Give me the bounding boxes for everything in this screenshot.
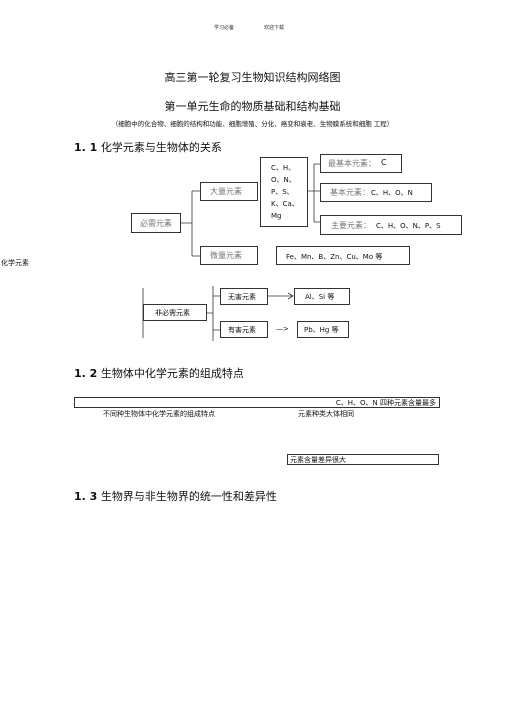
harmless-elements-box: 无害元素 [220, 288, 268, 305]
main-value: C、H、O、N、P、S [376, 222, 441, 230]
most-abundant-text: C、H、O、N 四种元素含量最多 [335, 399, 436, 407]
harmful-list-box: Pb、Hg 等 [297, 321, 349, 338]
content-difference-box: 元素含量差异很大 [287, 454, 439, 465]
major-list-line-5: Mg [271, 212, 282, 220]
trace-elements-list-box: Fe、Mn、B、Zn、Cu、Mo 等 [276, 246, 410, 265]
page-title: 高三第一轮复习生物知识结构网络图 [164, 71, 341, 84]
section-2-number: 1. 2 [74, 367, 98, 380]
essential-elements-label: 必需元素 [140, 219, 172, 228]
harmless-list: Al、Si 等 [305, 293, 335, 301]
subtitle: （细胞中的化合物、细胞的结构和功能、细胞增殖、分化、癌变和衰老、生物膜系统和细胞… [111, 120, 394, 128]
major-elements-list-box: C、H、 O、N、 P、S、 K、Ca、 Mg [260, 157, 308, 227]
harmful-list: Pb、Hg 等 [304, 326, 339, 334]
major-list-line-2: O、N、 [271, 176, 296, 184]
harmless-list-box: Al、Si 等 [294, 288, 350, 305]
most-abundant-box: C、H、O、N 四种元素含量最多 [74, 397, 440, 408]
section-1-number: 1. 1 [74, 141, 98, 154]
trace-elements-list: Fe、Mn、B、Zn、Cu、Mo 等 [286, 253, 383, 261]
basic-label: 基本元素： [330, 188, 370, 197]
major-list-line-1: C、H、 [271, 164, 296, 172]
major-list-line-4: K、Ca、 [271, 200, 299, 208]
section-1-title: 化学元素与生物体的关系 [100, 141, 222, 154]
main-label: 主要元素： [331, 221, 371, 230]
section-1-heading: 1. 1 化学元素与生物体的关系 [74, 139, 222, 155]
nonessential-label: 非必需元素 [155, 309, 190, 317]
section-3-heading: 1. 3 生物界与非生物界的统一性和差异性 [74, 488, 277, 504]
main-elements-box: 主要元素： C、H、O、N、P、S [320, 215, 462, 235]
trace-elements-label: 微量元素 [210, 251, 242, 260]
section-2-title: 生物体中化学元素的组成特点 [100, 367, 244, 380]
essential-elements-box: 必需元素 [131, 213, 181, 233]
harmful-elements-box: 有害元素 [220, 321, 268, 338]
harmful-arrow: —> [276, 325, 289, 333]
basic-value: C、H、O、N [371, 189, 413, 197]
section-3-title: 生物界与非生物界的统一性和差异性 [100, 490, 277, 503]
major-elements-label: 大量元素 [210, 187, 242, 196]
same-types-text: 元素种类大体相同 [298, 410, 354, 418]
most-basic-element-box: 最基本元素： C [320, 154, 402, 173]
most-basic-label: 最基本元素： [328, 159, 376, 168]
nonessential-elements-box: 非必需元素 [143, 304, 207, 321]
header-right: 欢迎下载 [264, 25, 285, 31]
content-difference-text: 元素含量差异很大 [290, 456, 346, 464]
most-basic-value: C [381, 158, 387, 167]
trace-elements-box: 微量元素 [200, 246, 258, 265]
side-label: 化学元素 [1, 259, 29, 267]
harmless-label: 无害元素 [228, 293, 256, 301]
section-2-heading: 1. 2 生物体中化学元素的组成特点 [74, 365, 244, 381]
harmful-label: 有害元素 [228, 326, 256, 334]
section-3-number: 1. 3 [74, 490, 98, 503]
composition-feature-text: 不同种生物体中化学元素的组成特点 [103, 410, 215, 418]
unit-title: 第一单元生命的物质基础和结构基础 [164, 100, 341, 113]
major-elements-box: 大量元素 [200, 182, 258, 201]
header-left: 学习必备 [214, 25, 235, 31]
major-list-line-3: P、S、 [271, 188, 294, 196]
basic-elements-box: 基本元素： C、H、O、N [320, 183, 432, 202]
